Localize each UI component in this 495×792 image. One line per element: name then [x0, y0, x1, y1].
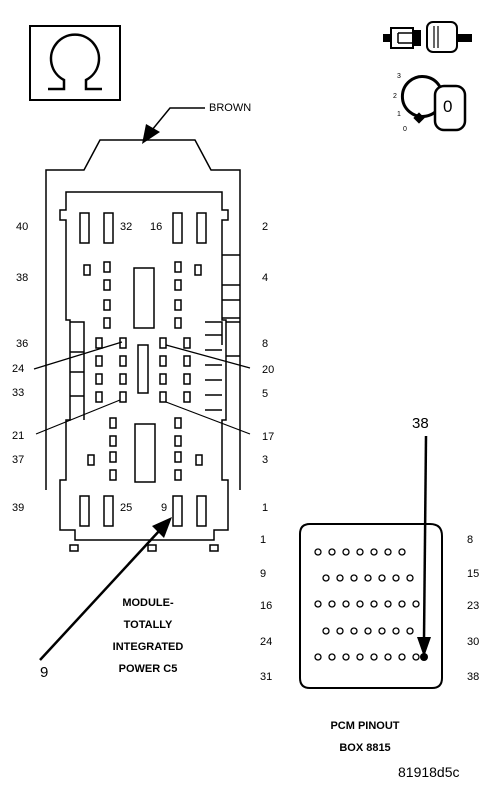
- pcm-row-start-label: 16: [260, 600, 273, 612]
- pcm-row-start-label: 9: [260, 568, 267, 580]
- left-pin-label: 39: [12, 502, 25, 514]
- right-pin-label: 20: [262, 364, 275, 376]
- key-position-label: 2: [393, 93, 397, 100]
- pcm-row-end-label: 15: [467, 568, 480, 580]
- key-position-label: 1: [397, 111, 401, 118]
- left-pin-label: 37: [12, 454, 25, 466]
- pcm-row-end-label: 23: [467, 600, 480, 612]
- module-connector: [45, 139, 241, 552]
- right-pin-label: 2: [262, 221, 269, 233]
- pcm-caption: PCM PINOUT BOX 8815: [310, 715, 420, 759]
- pcm-pin38-arrow: [417, 435, 431, 657]
- right-pin-label: 1: [262, 502, 269, 514]
- right-pin-label: 5: [262, 388, 269, 400]
- module-callout-label: 9: [40, 664, 49, 681]
- pcm-row-start-label: 1: [260, 534, 267, 546]
- brown-label: BROWN: [209, 102, 252, 114]
- inner-pin-label: 16: [150, 221, 163, 233]
- pcm-row-end-label: 8: [467, 534, 474, 546]
- module-caption-line: POWER C5: [118, 663, 178, 675]
- module-caption: MODULE- TOTALLY INTEGRATED POWER C5: [98, 592, 198, 680]
- key-value-label: 0: [443, 97, 453, 116]
- figure-id: 81918d5c: [398, 764, 460, 780]
- pcm-caption-line: BOX 8815: [339, 742, 391, 754]
- left-pin-label: 40: [16, 221, 29, 233]
- ohm-icon: [29, 25, 121, 101]
- left-pin-label: 38: [16, 272, 29, 284]
- pcm-pinout-box: [299, 523, 443, 689]
- inner-pin-label: 25: [120, 502, 133, 514]
- right-pin-label: 17: [262, 431, 275, 443]
- left-pin-label: 33: [12, 387, 25, 399]
- pcm-row-end-label: 38: [467, 671, 480, 683]
- right-pin-label: 3: [262, 454, 269, 466]
- inner-pin-label: 9: [161, 502, 168, 514]
- pcm-row-end-label: 30: [467, 636, 480, 648]
- pcm-caption-line: PCM PINOUT: [330, 720, 400, 732]
- pcm-row-start-label: 24: [260, 636, 273, 648]
- key-position-label: 3: [397, 73, 401, 80]
- pcm-callout-label: 38: [412, 415, 429, 432]
- brown-leader: [142, 107, 205, 144]
- module-pin9-arrow: [39, 517, 172, 661]
- pcm-row-start-label: 31: [260, 671, 273, 683]
- key-position-label: 0: [403, 126, 407, 133]
- ignition-key-icon: [400, 75, 467, 132]
- inner-pin-label: 32: [120, 221, 133, 233]
- left-pin-label: 36: [16, 338, 29, 350]
- pin-leaders: [33, 341, 251, 435]
- module-caption-line: INTEGRATED: [112, 641, 184, 653]
- connector-plug-icon: [383, 21, 472, 53]
- left-pin-label: 24: [12, 363, 25, 375]
- right-pin-label: 8: [262, 338, 269, 350]
- left-pin-label: 21: [12, 430, 25, 442]
- right-pin-label: 4: [262, 272, 269, 284]
- module-caption-line: TOTALLY: [123, 619, 173, 631]
- module-caption-line: MODULE-: [122, 597, 174, 609]
